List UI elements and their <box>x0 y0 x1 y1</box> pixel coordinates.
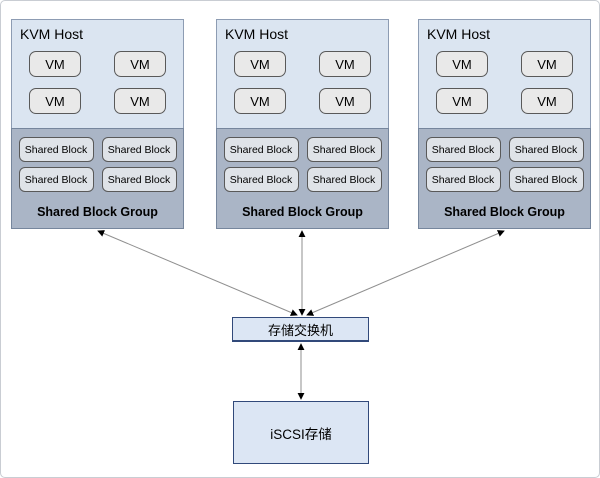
shared-block-node: Shared Block <box>306 137 382 162</box>
vm-node: VM <box>436 51 488 77</box>
kvm-host-node-1: KVM Host VM VM VM VM Shared Block Shared… <box>11 19 184 229</box>
shared-block-group-label: Shared Block Group <box>242 205 363 219</box>
vm-node: VM <box>319 51 371 77</box>
shared-block-node: Shared Block <box>508 137 584 162</box>
shared-block-node: Shared Block <box>508 167 584 192</box>
vm-node: VM <box>114 51 166 77</box>
vm-node: VM <box>234 51 286 77</box>
vm-grid: VM VM VM VM <box>217 51 388 114</box>
kvm-host-title: KVM Host <box>20 26 84 42</box>
kvm-host-vm-section: KVM Host VM VM VM VM <box>216 19 389 128</box>
vm-grid: VM VM VM VM <box>419 51 590 114</box>
vm-node: VM <box>234 88 286 114</box>
vm-node: VM <box>114 88 166 114</box>
shared-block-group-section: Shared Block Shared Block Shared Block S… <box>418 128 591 229</box>
kvm-host-node-3: KVM Host VM VM VM VM Shared Block Shared… <box>418 19 591 229</box>
shared-block-node: Shared Block <box>425 167 501 192</box>
shared-block-group-label: Shared Block Group <box>444 205 565 219</box>
vm-node: VM <box>29 51 81 77</box>
shared-block-node: Shared Block <box>223 137 299 162</box>
shared-block-grid: Shared Block Shared Block Shared Block S… <box>217 137 388 192</box>
storage-switch-label: 存储交换机 <box>267 322 333 338</box>
shared-block-node: Shared Block <box>18 137 94 162</box>
connector-host1-switch <box>97 230 298 316</box>
connector-host3-switch <box>306 230 505 316</box>
shared-block-grid: Shared Block Shared Block Shared Block S… <box>419 137 590 192</box>
vm-node: VM <box>319 88 371 114</box>
shared-block-group-section: Shared Block Shared Block Shared Block S… <box>11 128 184 229</box>
kvm-host-vm-section: KVM Host VM VM VM VM <box>418 19 591 128</box>
vm-grid: VM VM VM VM <box>12 51 183 114</box>
kvm-host-title: KVM Host <box>427 26 491 42</box>
vm-node: VM <box>521 88 573 114</box>
shared-block-node: Shared Block <box>101 137 177 162</box>
kvm-host-node-2: KVM Host VM VM VM VM Shared Block Shared… <box>216 19 389 229</box>
vm-node: VM <box>521 51 573 77</box>
shared-block-node: Shared Block <box>306 167 382 192</box>
shared-block-node: Shared Block <box>223 167 299 192</box>
shared-block-group-label: Shared Block Group <box>37 205 158 219</box>
shared-block-group-section: Shared Block Shared Block Shared Block S… <box>216 128 389 229</box>
vm-node: VM <box>436 88 488 114</box>
iscsi-storage-label: iSCSI存储 <box>270 426 332 442</box>
shared-block-node: Shared Block <box>425 137 501 162</box>
kvm-host-title: KVM Host <box>225 26 289 42</box>
storage-switch-node: 存储交换机 <box>232 317 369 342</box>
iscsi-storage-node: iSCSI存储 <box>233 401 369 464</box>
kvm-host-vm-section: KVM Host VM VM VM VM <box>11 19 184 128</box>
shared-block-grid: Shared Block Shared Block Shared Block S… <box>12 137 183 192</box>
shared-block-node: Shared Block <box>101 167 177 192</box>
vm-node: VM <box>29 88 81 114</box>
shared-block-node: Shared Block <box>18 167 94 192</box>
